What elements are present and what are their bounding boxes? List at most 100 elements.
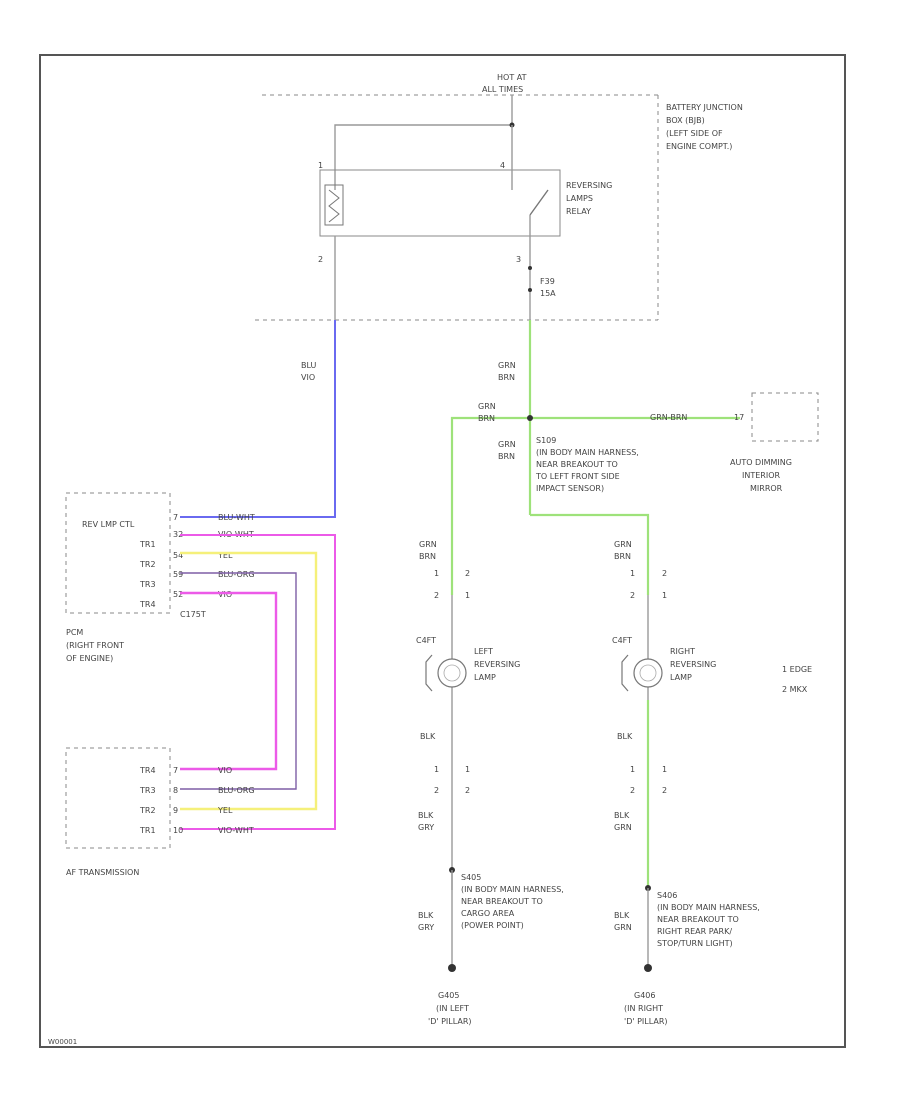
trans-row-1: TR4 7 VIO [139,766,232,775]
diagram-frame [39,54,846,1048]
pcm-row-3: TR1 54 YEL [139,540,233,560]
svg-text:8: 8 [173,786,178,795]
yel-wire [180,551,318,811]
grn-brn-mid-label: GRN BRN [498,440,516,461]
left-reversing-lamp-bulb [437,658,467,688]
mirror-pin: 17 [734,413,744,422]
svg-text:ENGINE COMPT.): ENGINE COMPT.) [666,142,732,151]
svg-text:(RIGHT FRONT: (RIGHT FRONT [66,641,124,650]
right-lamp-lower-pins: 1 1 2 2 [630,765,667,795]
pcm-label: PCM (RIGHT FRONT OF ENGINE) [66,628,124,663]
svg-text:1: 1 [434,569,439,578]
svg-text:2: 2 [662,786,667,795]
svg-text:7: 7 [173,766,178,775]
ground-g406-label: G406 (IN RIGHT 'D' PILLAR) [624,991,668,1026]
relay-coil [324,184,344,226]
svg-text:G405: G405 [438,991,459,1000]
blu-vio-label: BLU VIO [301,361,317,382]
left-blk-gry-label: BLK GRY [418,811,434,832]
svg-text:AUTO DIMMING: AUTO DIMMING [730,458,792,467]
left-lamp-reflector [425,654,433,692]
splice-s109-label: S109 (IN BODY MAIN HARNESS, NEAR BREAKOU… [535,436,639,493]
svg-text:TR4: TR4 [139,766,156,775]
right-lamp-filament [639,664,657,682]
svg-text:S109: S109 [536,436,556,445]
svg-text:TR2: TR2 [139,560,156,569]
svg-text:G406: G406 [634,991,655,1000]
svg-text:1: 1 [630,569,635,578]
svg-text:BRN: BRN [498,373,515,382]
svg-text:VIO-WHT: VIO-WHT [218,826,254,835]
svg-text:RELAY: RELAY [566,207,591,216]
svg-text:(IN BODY MAIN HARNESS,: (IN BODY MAIN HARNESS, [657,903,760,912]
relay-pin-3: 3 [516,255,521,264]
left-lamp-filament [443,664,461,682]
relay-pin-1: 1 [318,161,323,170]
transmission-box [65,747,171,849]
right-lamp-gnd-wire: BLK [617,732,633,741]
mirror-label: AUTO DIMMING INTERIOR MIRROR [730,458,792,493]
svg-text:LEFT: LEFT [474,647,493,656]
svg-text:BRN: BRN [419,552,436,561]
svg-text:1: 1 [465,765,470,774]
pcm-row-4: TR2 59 BLU-ORG [139,560,255,579]
svg-text:2 MKX: 2 MKX [782,685,808,694]
svg-text:(IN BODY MAIN HARNESS,: (IN BODY MAIN HARNESS, [461,885,564,894]
fuse-terminal-top [528,266,532,270]
svg-text:S405: S405 [461,873,481,882]
svg-text:GRN: GRN [419,540,437,549]
svg-text:GRN: GRN [498,361,516,370]
svg-text:BRN: BRN [478,414,495,423]
svg-text:REVERSING: REVERSING [566,181,612,190]
svg-text:32: 32 [173,530,183,539]
svg-text:10: 10 [173,826,183,835]
pcm-connector: C175T [180,610,206,619]
svg-text:PCM: PCM [66,628,83,637]
svg-text:NEAR BREAKOUT TO: NEAR BREAKOUT TO [657,915,739,924]
trans-row-3: TR2 9 YEL [139,806,233,815]
svg-text:INTERIOR: INTERIOR [742,471,781,480]
svg-text:OF ENGINE): OF ENGINE) [66,654,113,663]
svg-text:(IN RIGHT: (IN RIGHT [624,1004,663,1013]
svg-text:BRN: BRN [614,552,631,561]
svg-text:(LEFT SIDE OF: (LEFT SIDE OF [666,129,723,138]
svg-text:TR1: TR1 [139,826,156,835]
svg-text:VIO: VIO [301,373,315,382]
svg-text:BLU-ORG: BLU-ORG [218,570,255,579]
relay-pin-4: 4 [500,161,505,170]
ground-g405-label: G405 (IN LEFT 'D' PILLAR) [428,991,472,1026]
svg-text:GRN: GRN [614,540,632,549]
svg-text:1: 1 [434,765,439,774]
svg-text:REVERSING: REVERSING [474,660,520,669]
svg-text:GRY: GRY [418,923,434,932]
svg-text:NEAR BREAKOUT TO: NEAR BREAKOUT TO [461,897,543,906]
svg-text:GRN: GRN [498,440,516,449]
blu-vio-wire [180,320,336,518]
svg-text:MIRROR: MIRROR [750,484,783,493]
svg-text:BATTERY JUNCTION: BATTERY JUNCTION [666,103,743,112]
svg-text:CARGO AREA: CARGO AREA [461,909,515,918]
svg-text:52: 52 [173,590,183,599]
svg-text:1: 1 [662,591,667,600]
left-blk-gry-label-2: BLK GRY [418,911,434,932]
grn-brn-left-branch [450,416,530,595]
vio-wire [180,591,278,771]
trans-row-2: TR3 8 BLU-ORG [139,786,255,795]
right-lamp-reflector [621,654,629,692]
svg-text:(POWER POINT): (POWER POINT) [461,921,524,930]
svg-text:VIO: VIO [218,766,232,775]
svg-text:BLU: BLU [301,361,317,370]
grn-brn-main-label: GRN BRN [498,361,516,382]
svg-text:STOP/TURN LIGHT): STOP/TURN LIGHT) [657,939,733,948]
svg-text:1: 1 [662,765,667,774]
svg-text:1: 1 [465,591,470,600]
diagram-id: W00001 [48,1038,77,1046]
svg-text:2: 2 [630,786,635,795]
relay-label: REVERSING LAMPS RELAY [566,181,612,216]
pcm-row-1: REV LMP CTL 7 BLU-WHT [82,513,255,529]
svg-text:BLK: BLK [614,911,630,920]
svg-text:2: 2 [465,786,470,795]
svg-text:BLU-ORG: BLU-ORG [218,786,255,795]
svg-text:RIGHT: RIGHT [670,647,695,656]
